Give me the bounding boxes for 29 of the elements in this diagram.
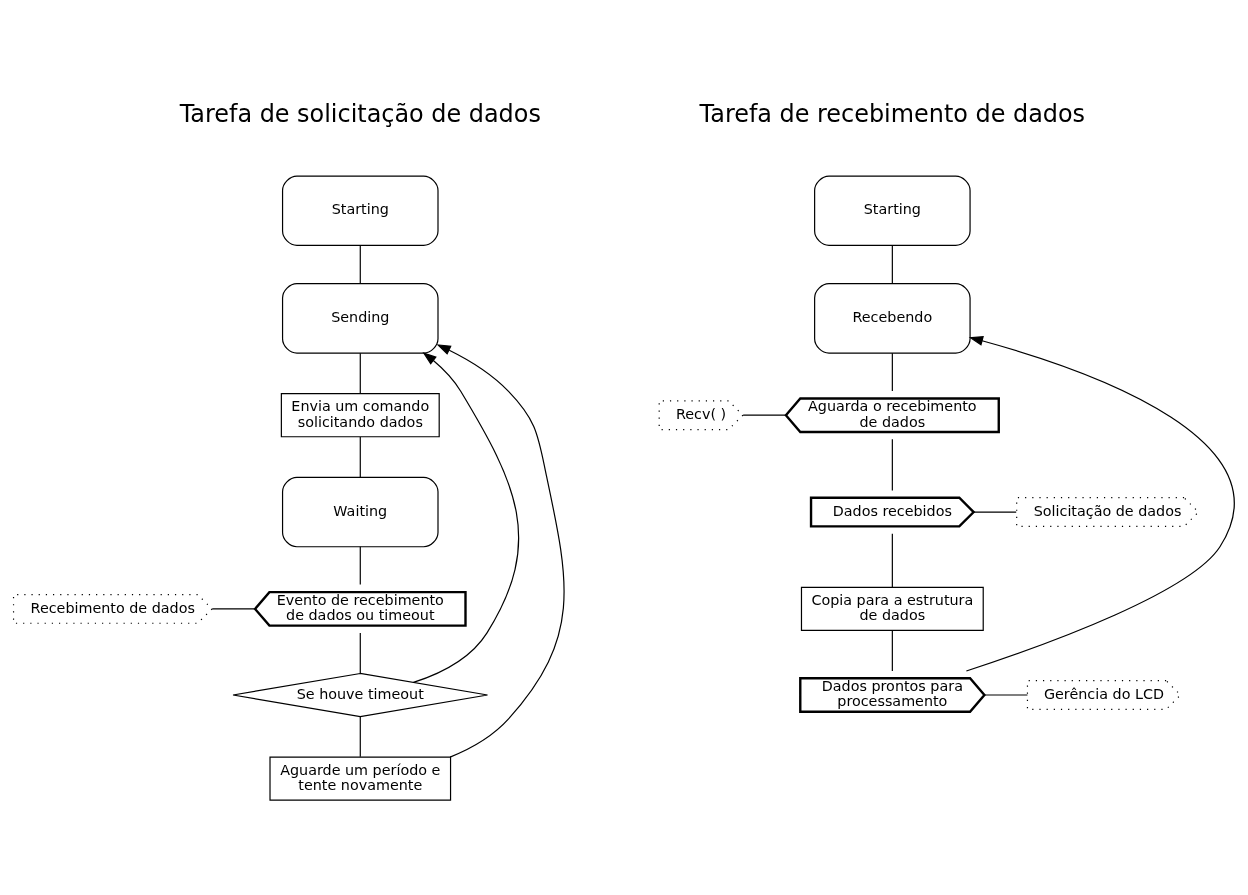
connector <box>891 438 893 492</box>
connector <box>891 533 893 588</box>
node-box: Starting <box>814 175 971 247</box>
label: Tarefa de solicitação de dados <box>179 100 541 129</box>
connector <box>742 414 787 416</box>
arrow <box>436 344 565 758</box>
node-box: Waiting <box>281 476 439 548</box>
connector <box>973 511 1017 513</box>
connector <box>359 436 361 478</box>
label: Tarefa de recebimento de dados <box>699 100 1086 129</box>
connector <box>359 352 361 394</box>
node-box: Copia para a estrutura de dados <box>800 586 984 632</box>
connector <box>211 608 256 610</box>
connector <box>891 352 893 392</box>
node-box: Envia um comando solicitando dados <box>280 393 440 438</box>
arrow <box>412 351 520 684</box>
node-box: Recebendo <box>814 283 971 354</box>
arrow <box>965 336 1235 672</box>
connector <box>983 694 1029 696</box>
node-box: Starting <box>281 175 439 247</box>
node-box: Aguarde um período e tente novamente <box>269 756 452 801</box>
connector <box>359 632 361 674</box>
node-box: Sending <box>281 283 439 354</box>
connector <box>891 630 893 672</box>
connector <box>359 546 361 586</box>
connector <box>891 245 893 284</box>
connector <box>359 245 361 284</box>
connector <box>359 716 361 758</box>
node-diamond: Se houve timeout <box>232 672 489 718</box>
